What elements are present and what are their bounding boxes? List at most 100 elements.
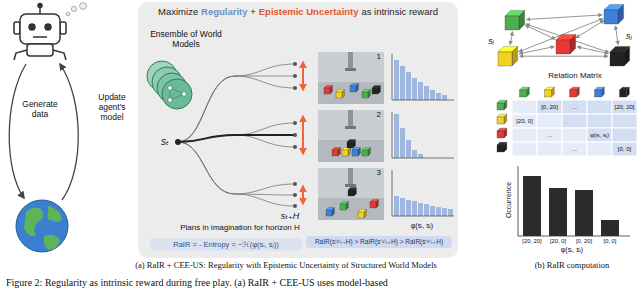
relation-histogram xyxy=(392,170,454,216)
robot-icon xyxy=(29,24,35,30)
object-symbol: sⱼ xyxy=(626,31,632,41)
matrix-cell: [20, 0] xyxy=(516,118,533,125)
imagined-scene xyxy=(345,68,356,71)
cube-icon xyxy=(519,10,525,30)
matrix-ellipsis: ... xyxy=(547,132,552,139)
subfigure-caption: (b) RaIR computation xyxy=(535,261,610,271)
relation-histogram xyxy=(442,208,447,216)
matrix-title: Relation Matrix xyxy=(548,71,601,80)
cube-icon xyxy=(372,86,380,94)
relation-histogram xyxy=(400,66,405,100)
relation-histogram xyxy=(424,86,429,100)
uncertainty-arrow xyxy=(302,116,304,154)
relation-histogram xyxy=(394,196,399,216)
panel-ground xyxy=(138,2,458,258)
cube-icon xyxy=(497,142,507,152)
cube-icon xyxy=(505,10,525,30)
globe-icon xyxy=(24,207,43,236)
relation-histogram xyxy=(394,60,399,100)
callout-number: 2 xyxy=(377,111,381,119)
cube-icon xyxy=(362,148,370,156)
cube-icon xyxy=(527,87,530,97)
globe-icon xyxy=(44,235,61,250)
horizon-note: Plans in imagination for horizon H xyxy=(180,223,300,232)
imagined-scene xyxy=(318,168,384,220)
heading-text: + xyxy=(250,6,256,17)
occurrence-chart xyxy=(518,166,630,236)
cube-icon xyxy=(348,148,350,156)
cube-icon xyxy=(326,208,334,216)
imagined-scene xyxy=(318,52,384,104)
relation-histogram xyxy=(392,112,393,158)
relation-arrow xyxy=(578,47,609,54)
uncertainty-arrow xyxy=(302,62,304,90)
occurrence-chart xyxy=(518,166,519,236)
cube-icon xyxy=(330,86,332,94)
callout-number: 1 xyxy=(377,53,381,61)
globe-icon xyxy=(16,200,68,252)
panel-heading: MaximizeRegularity+Epistemic Uncertainty… xyxy=(158,6,438,17)
cube-icon xyxy=(570,87,580,97)
robot-icon xyxy=(27,44,53,56)
cube-icon xyxy=(370,200,378,208)
cube-icon xyxy=(618,4,624,24)
world-model-ensemble xyxy=(182,92,186,96)
relation-arrow xyxy=(520,47,554,54)
cube-icon xyxy=(595,87,605,97)
relation-histogram xyxy=(412,150,417,158)
cube-icon xyxy=(354,188,356,196)
cube-icon xyxy=(545,87,555,97)
imagined-trajectories xyxy=(178,135,295,147)
imagined-trajectories xyxy=(293,121,297,125)
cube-icon xyxy=(512,46,518,66)
imagined-trajectories xyxy=(293,204,297,208)
axis-label: φ(sᵢ, sⱼ) xyxy=(411,222,433,230)
cube-icon xyxy=(577,87,580,97)
relation-matrix xyxy=(497,87,637,156)
robot-icon xyxy=(71,6,76,11)
cube-icon xyxy=(610,52,624,66)
subfigure-caption: (a) RaIR + CEE-US: Regularity with Epist… xyxy=(135,261,437,271)
imagined-trajectories xyxy=(175,62,297,208)
loop-arrow xyxy=(60,64,78,200)
cube-icon xyxy=(497,117,504,124)
imagined-state-frame: 2 xyxy=(318,110,384,162)
cube-icon xyxy=(602,87,605,97)
imagined-trajectories xyxy=(293,182,297,186)
cube-icon xyxy=(368,148,370,156)
relation-histogram xyxy=(436,93,441,100)
cube-icon xyxy=(342,150,348,156)
cube-icon xyxy=(342,148,350,156)
relation-matrix xyxy=(587,114,612,128)
heading-text: Maximize xyxy=(158,6,198,17)
cube-icon xyxy=(358,210,366,218)
cube-icon xyxy=(368,90,370,98)
relation-histogram xyxy=(392,112,454,158)
imagined-trajectories xyxy=(178,123,295,142)
imagined-trajectories xyxy=(178,76,295,142)
relation-histogram xyxy=(392,170,393,216)
relation-histogram xyxy=(430,90,435,100)
relation-matrix xyxy=(562,114,587,128)
occurrence-chart xyxy=(549,188,567,236)
relation-arrow xyxy=(527,15,602,20)
cube-icon xyxy=(347,142,353,148)
cube-icon xyxy=(497,103,504,110)
imagined-scene xyxy=(348,168,353,184)
relation-histogram xyxy=(400,128,405,158)
matrix-cell: [0, 0] xyxy=(618,146,631,153)
cube-icon xyxy=(520,87,530,97)
relation-histogram xyxy=(448,209,453,216)
world-model-ensemble xyxy=(147,61,192,109)
cube-icon xyxy=(627,87,630,97)
cube-icon xyxy=(353,140,355,148)
robot-icon xyxy=(20,14,60,44)
relation-arrow xyxy=(576,21,604,38)
cube-icon xyxy=(504,128,507,138)
relation-histogram xyxy=(418,203,423,216)
relation-matrix xyxy=(587,142,612,156)
world-model-ensemble xyxy=(162,79,192,109)
relation-matrix xyxy=(612,142,637,156)
figure-caption: Figure 2: Regularity as intrinsic reward… xyxy=(6,277,388,288)
